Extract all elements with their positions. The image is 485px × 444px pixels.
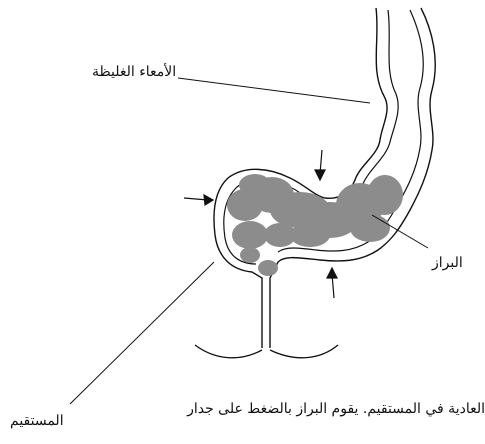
caption-text: العادية في المستقيم. يقوم البراز بالضغط … xyxy=(141,401,485,417)
arrow-icon xyxy=(315,150,325,180)
pelvic-floor-line xyxy=(195,345,338,358)
colon-leader-line xyxy=(178,78,370,103)
stool-label: البراز xyxy=(432,255,463,271)
stool-mass xyxy=(227,174,403,276)
arrow-icon xyxy=(327,268,337,298)
rectum-leader-line xyxy=(70,262,214,404)
colon-label: الأمعاء الغليظة xyxy=(92,64,176,80)
colon-outer-wall-right xyxy=(270,8,435,348)
colon-outer-wall xyxy=(214,8,387,348)
rectum-label: المستقيم xyxy=(10,413,64,429)
arrow-icon xyxy=(184,195,213,205)
